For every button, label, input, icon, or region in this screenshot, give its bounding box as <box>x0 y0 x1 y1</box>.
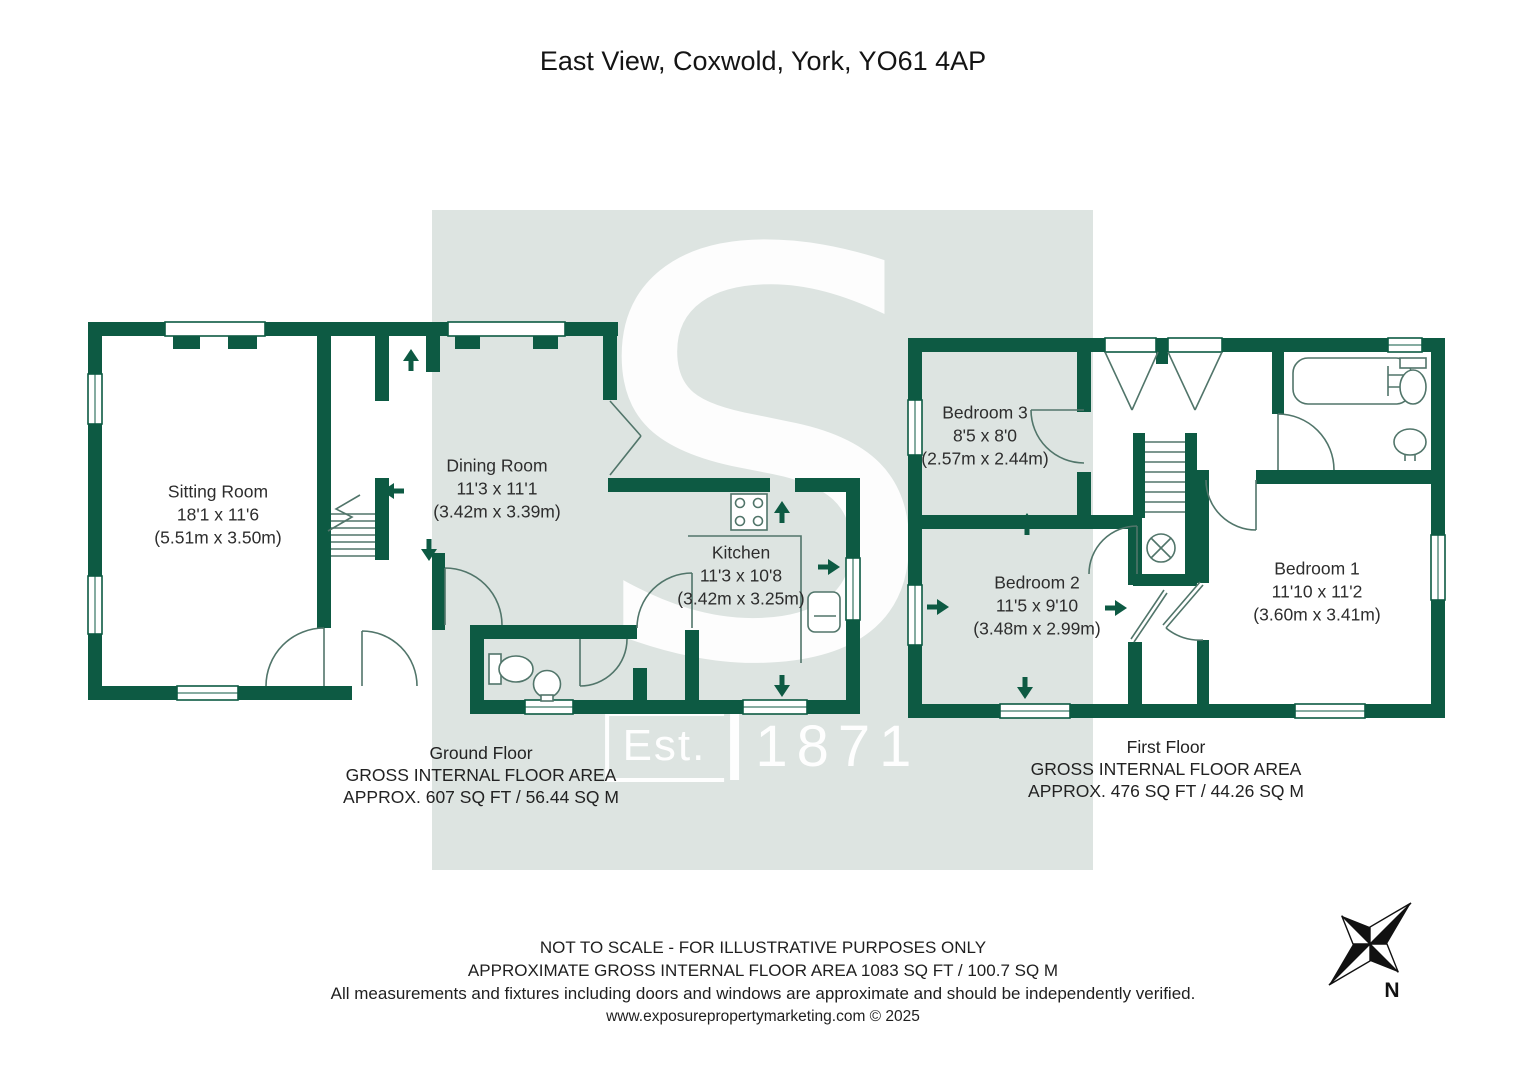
watermark-letter: S <box>584 136 941 788</box>
window <box>447 321 566 337</box>
north-arrow-icon: N <box>1328 902 1412 1002</box>
door-arc <box>1277 413 1335 471</box>
room-dims-imperial: 18'1 x 11'6 <box>176 504 260 525</box>
water-tank-icon <box>1146 533 1176 563</box>
entry-arrow <box>403 349 419 371</box>
door-arc <box>444 567 503 626</box>
watermark-est-divider <box>730 714 740 780</box>
first-floor-caption: First Floor GROSS INTERNAL FLOOR AREA AP… <box>1028 736 1304 802</box>
ground-entry-arrows <box>382 349 840 697</box>
door-leaf <box>1130 589 1168 643</box>
first-windows-group <box>907 337 1446 719</box>
door-leaf <box>1162 581 1204 641</box>
floor-area-label: GROSS INTERNAL FLOOR AREA <box>1030 759 1302 779</box>
entry-arrow <box>774 501 790 523</box>
first-stairs <box>1145 441 1185 513</box>
footer-website: www.exposurepropertymarketing.com © 2025 <box>606 1008 920 1025</box>
room-dims-imperial: 8'5 x 8'0 <box>952 425 1018 446</box>
watermark-est-badge: Est. 1871 <box>604 712 921 782</box>
cupboard-doors <box>1104 351 1159 411</box>
watermark-year: 1871 <box>755 714 921 779</box>
footer-total-area: APPROXIMATE GROSS INTERNAL FLOOR AREA 10… <box>467 961 1059 980</box>
floor-area-label: GROSS INTERNAL FLOOR AREA <box>345 765 617 785</box>
french-doors <box>609 400 642 476</box>
ground-floor-caption: Ground Floor GROSS INTERNAL FLOOR AREA A… <box>343 742 619 808</box>
room-name: Kitchen <box>711 542 771 563</box>
floor-name: Ground Floor <box>429 743 533 763</box>
toilet-icon <box>1399 369 1427 405</box>
door-arc <box>636 572 693 629</box>
cupboard-opening <box>1167 337 1223 353</box>
cupboard-opening <box>1104 337 1157 353</box>
entry-arrow <box>774 675 790 697</box>
watermark-est-label: Est. <box>604 712 725 782</box>
room-name: Bedroom 2 <box>994 572 1080 593</box>
room-dims-metric: (3.48m x 2.99m) <box>973 618 1101 639</box>
bath-icon <box>1292 357 1412 405</box>
basin-tap <box>540 694 554 702</box>
door-arc <box>265 627 325 687</box>
basin-icon <box>1393 428 1427 456</box>
disclaimer-footer: NOT TO SCALE - FOR ILLUSTRATIVE PURPOSES… <box>331 936 1196 1028</box>
bathroom-fittings <box>1292 357 1427 461</box>
room-dims-metric: (3.60m x 3.41m) <box>1253 604 1381 625</box>
room-dims-metric: (5.51m x 3.50m) <box>154 527 282 548</box>
kitchen-fittings <box>688 493 841 663</box>
room-label-kitchen: Kitchen 11'3 x 10'8 (3.42m x 3.25m) <box>677 541 804 610</box>
toilet-cistern-icon <box>1399 357 1427 369</box>
room-dims-imperial: 11'3 x 11'1 <box>456 478 538 499</box>
floor-name: First Floor <box>1126 737 1206 757</box>
first-floor-plan <box>907 337 1446 719</box>
room-label-bedroom-2: Bedroom 2 11'5 x 9'10 (3.48m x 2.99m) <box>973 571 1100 640</box>
ground-floor-plan <box>87 321 861 715</box>
toilet-icon <box>498 655 534 683</box>
room-dims-metric: (3.42m x 3.39m) <box>433 501 561 522</box>
door-arc <box>1205 479 1257 531</box>
room-name: Bedroom 1 <box>1274 558 1360 579</box>
watermark-block: S Est. 1871 <box>432 182 1093 870</box>
entry-arrow <box>1105 600 1127 616</box>
basin-icon <box>532 669 562 699</box>
room-label-bedroom-3: Bedroom 3 8'5 x 8'0 (2.57m x 2.44m) <box>921 401 1048 470</box>
room-label-sitting-room: Sitting Room 18'1 x 11'6 (5.51m x 3.50m) <box>154 480 281 549</box>
room-dims-imperial: 11'3 x 10'8 <box>699 565 783 586</box>
wc-fittings <box>488 653 562 702</box>
floor-area-value: APPROX. 607 SQ FT / 56.44 SQ M <box>343 787 619 807</box>
entry-arrow <box>421 539 437 561</box>
ground-stairs <box>327 494 375 557</box>
room-name: Bedroom 3 <box>942 402 1028 423</box>
room-label-dining-room: Dining Room 11'3 x 11'1 (3.42m x 3.39m) <box>433 454 560 523</box>
sink-icon <box>807 591 841 633</box>
footer-measurements-note: All measurements and fixtures including … <box>330 984 1196 1003</box>
cupboard-doors <box>1167 351 1223 411</box>
north-label: N <box>1384 979 1399 1002</box>
floor-area-value: APPROX. 476 SQ FT / 44.26 SQ M <box>1028 781 1304 801</box>
page-title: East View, Coxwold, York, YO61 4AP <box>539 46 987 76</box>
door-arc <box>579 638 628 687</box>
window <box>164 321 266 337</box>
ground-windows-group <box>87 321 861 715</box>
first-entry-arrows <box>927 513 1127 699</box>
entry-arrow <box>818 559 840 575</box>
entry-arrow <box>382 483 404 499</box>
room-name: Dining Room <box>446 455 548 476</box>
room-dims-metric: (2.57m x 2.44m) <box>921 448 1049 469</box>
room-dims-imperial: 11'5 x 9'10 <box>995 595 1079 616</box>
ground-doors-group <box>265 400 693 687</box>
door-arc <box>361 630 418 687</box>
entry-arrow <box>1017 677 1033 699</box>
entry-arrow <box>927 599 949 615</box>
footer-not-to-scale: NOT TO SCALE - FOR ILLUSTRATIVE PURPOSES… <box>539 938 987 957</box>
door-arc <box>1088 525 1138 575</box>
first-doors-group <box>1030 351 1335 643</box>
door-arc <box>1030 409 1085 464</box>
counter-line <box>688 535 802 663</box>
room-label-bedroom-1: Bedroom 1 11'10 x 11'2 (3.60m x 3.41m) <box>1253 557 1380 626</box>
room-dims-imperial: 11'10 x 11'2 <box>1271 581 1363 602</box>
entry-arrow <box>1019 513 1035 535</box>
room-name: Sitting Room <box>167 481 269 502</box>
room-dims-metric: (3.42m x 3.25m) <box>677 588 805 609</box>
